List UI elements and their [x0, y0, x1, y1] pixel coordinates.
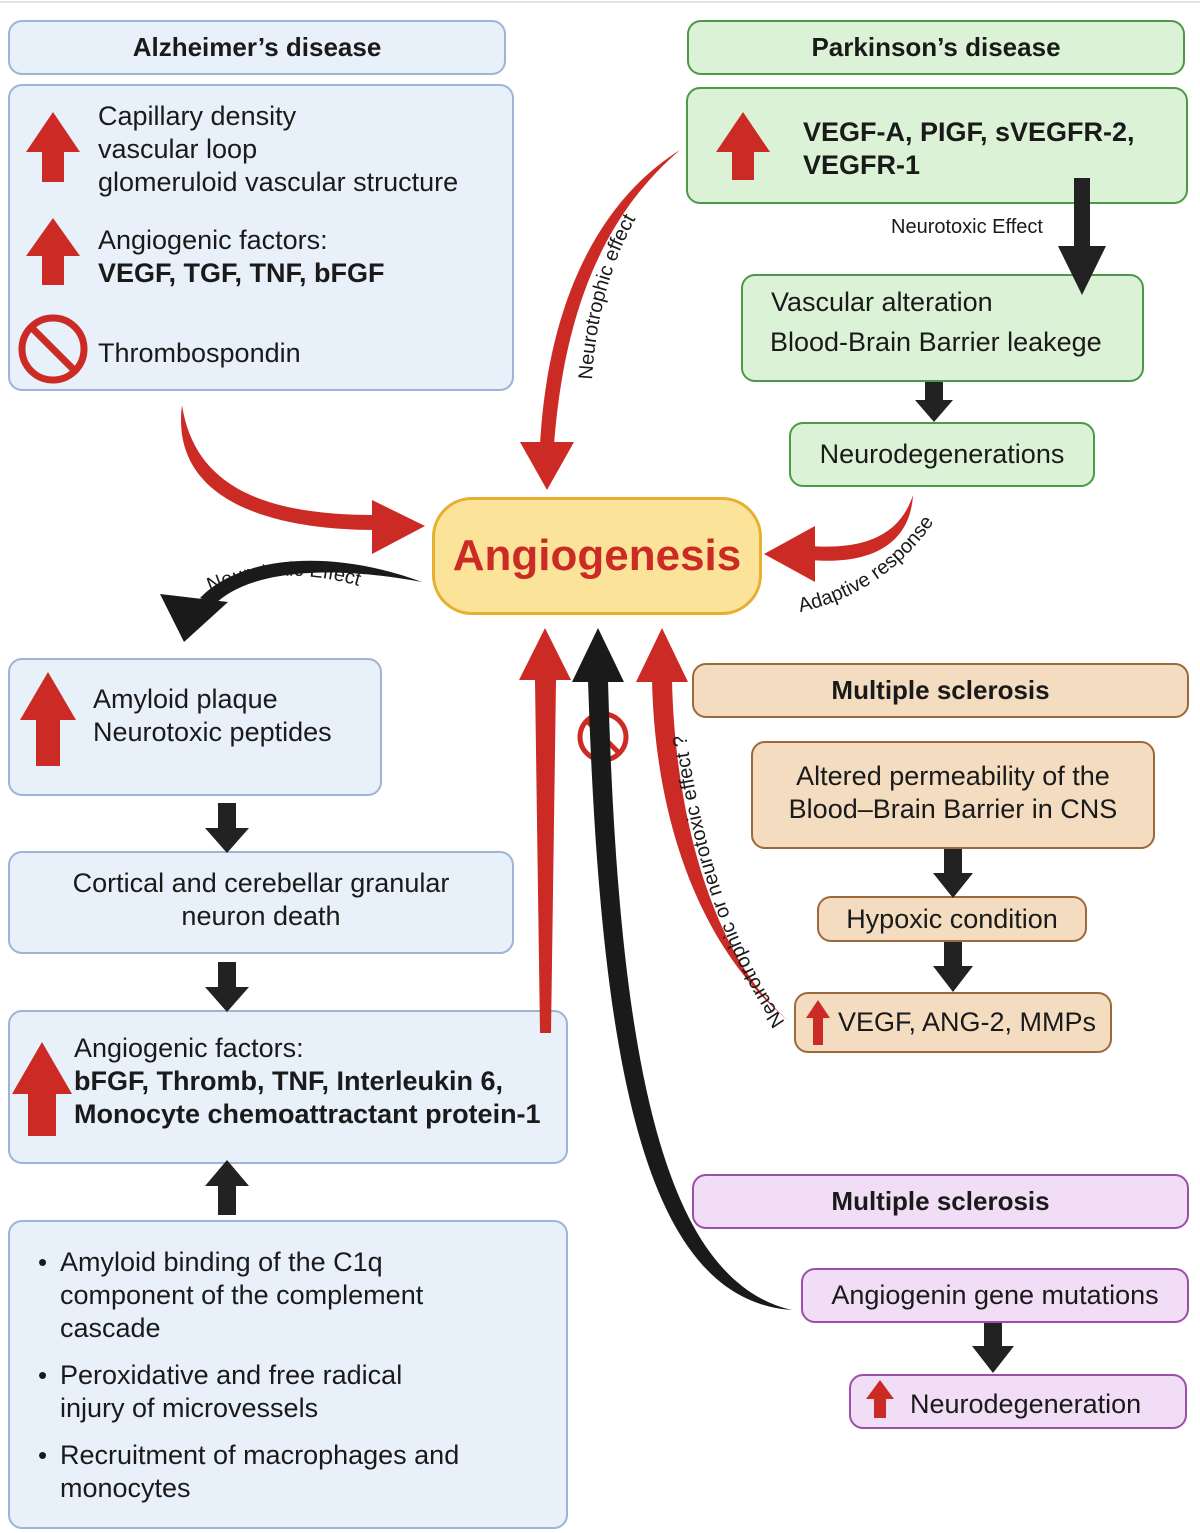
ms2-neurodegeneration-box	[849, 1374, 1187, 1429]
vascular-alteration-text: Vascular alteration	[771, 287, 993, 317]
neuron-death-box	[8, 851, 514, 954]
hypoxic-box: Hypoxic condition	[817, 896, 1087, 942]
neurodegenerations-text: Neurodegenerations	[819, 439, 1065, 469]
glomeruloid-text: glomeruloid vascular structure	[98, 167, 459, 197]
ms-factors-text: VEGF, ANG-2, MMPs	[838, 1007, 1097, 1037]
angiogenic-factors-list: VEGF, TGF, TNF, bFGF	[98, 258, 385, 288]
ms-permeability-line1: Altered permeability of the	[796, 761, 1110, 791]
increase-arrow-icon	[866, 1380, 894, 1418]
parkinson-title: Parkinson’s disease	[811, 32, 1061, 62]
ms-effect-label: Neurotrophic or neurotoxic effect ?	[669, 734, 789, 1032]
ms2-neurodegeneration-text: Neurodegeneration	[910, 1389, 1142, 1419]
amyloid-plaque-text: Amyloid plaque	[93, 684, 278, 714]
amyloid-plaque-box	[8, 658, 382, 796]
parkinson-factors-line2: VEGFR-1	[803, 150, 921, 180]
angiogenic-factors2-line1: bFGF, Thromb, TNF, Interleukin 6,	[74, 1066, 504, 1096]
parkinson-factors-line1: VEGF-A, PIGF, sVEGFR-2,	[803, 117, 1135, 147]
neurotoxic-peptides-text: Neurotoxic peptides	[93, 717, 332, 747]
neurodegenerations-box: Neurodegenerations	[789, 422, 1095, 487]
ms2-title-box: Multiple sclerosis	[692, 1174, 1189, 1229]
ms-permeability-line2: Blood–Brain Barrier in CNS	[788, 794, 1118, 824]
alzheimer-vascular-box	[8, 84, 514, 391]
increase-arrow-icon	[12, 1042, 72, 1136]
angiogenesis-label: Angiogenesis	[452, 531, 742, 580]
angiogenic-factors-label: Angiogenic factors:	[98, 225, 328, 255]
increase-arrow-icon	[716, 112, 770, 180]
flow-arrows-black	[205, 178, 1106, 1373]
increase-arrow-icon	[806, 1000, 830, 1045]
ms-title: Multiple sclerosis	[831, 675, 1050, 705]
angiogenin-mutation-text: Angiogenin gene mutations	[831, 1280, 1159, 1310]
parkinson-title-box: Parkinson’s disease	[687, 20, 1185, 75]
vascular-loop-text: vascular loop	[98, 134, 258, 164]
thrombospondin-text: Thrombospondin	[98, 338, 301, 368]
angiogenic-factors2-line2: Monocyte chemoattractant protein-1	[74, 1099, 541, 1129]
adaptive-response-label: Adaptive response	[796, 512, 938, 617]
increase-arrow-icon	[26, 218, 80, 285]
ms-factors-box	[794, 992, 1112, 1053]
vascular-alteration-box	[741, 274, 1144, 382]
alzheimer-title-box: Alzheimer’s disease	[8, 20, 506, 75]
bbb-leakage-text: Blood-Brain Barrier leakege	[770, 327, 1102, 357]
ms-title-box: Multiple sclerosis	[692, 663, 1189, 718]
hypoxic-text: Hypoxic condition	[846, 903, 1058, 934]
angiogenic-factors2-label: Angiogenic factors:	[74, 1033, 304, 1063]
increase-arrow-icon	[26, 112, 80, 182]
alzheimer-title: Alzheimer’s disease	[132, 32, 382, 62]
increase-arrow-icon	[20, 672, 76, 766]
neuron-death-line1: Cortical and cerebellar granular	[72, 868, 450, 898]
prohibited-icon	[18, 314, 88, 384]
ms-permeability-box	[751, 741, 1155, 849]
angiogenesis-node: Angiogenesis	[432, 497, 762, 615]
ms2-title: Multiple sclerosis	[831, 1186, 1050, 1216]
capillary-density-text: Capillary density	[98, 101, 297, 131]
parkinson-neurotoxic-label: Neurotoxic Effect	[891, 216, 1043, 238]
angiogenin-mutation-box: Angiogenin gene mutations	[801, 1268, 1189, 1323]
parkinson-factors-box	[686, 87, 1188, 204]
neuron-death-line2: neuron death	[181, 901, 341, 931]
angiogenic-factors2-box	[8, 1010, 568, 1164]
